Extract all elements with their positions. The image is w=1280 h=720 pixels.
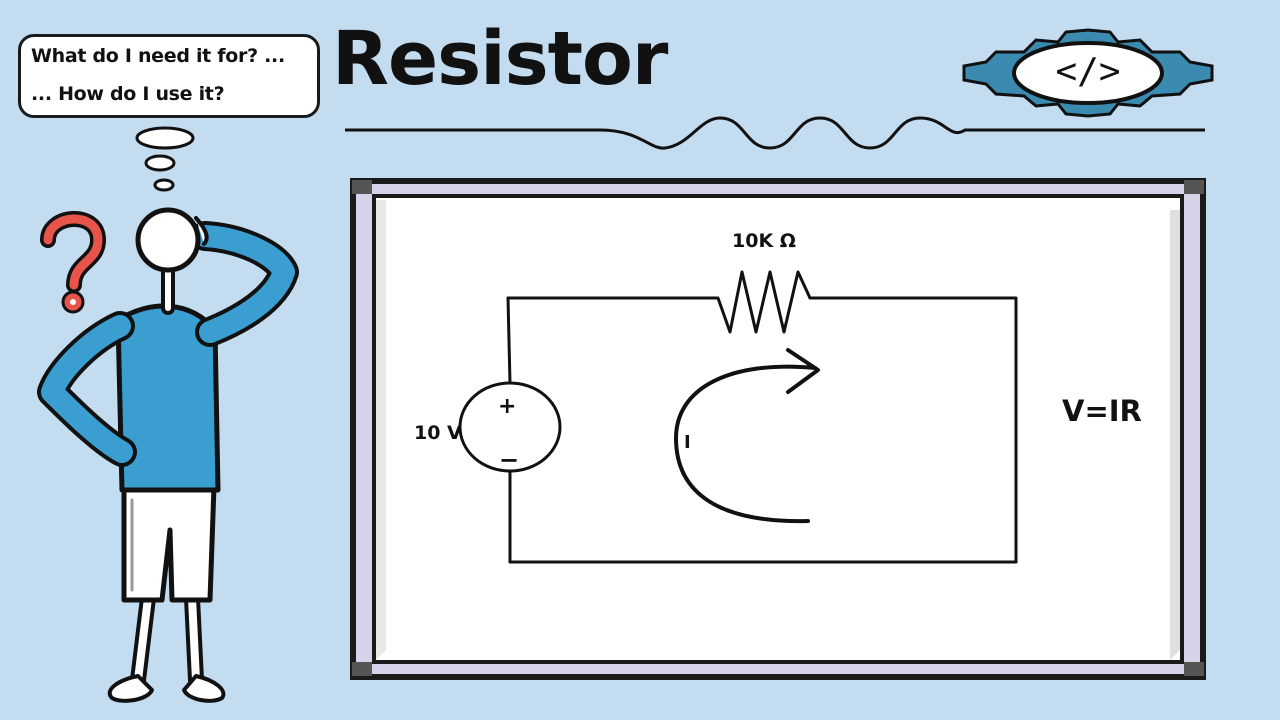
question-mark-icon	[40, 211, 107, 314]
page-title: Resistor	[332, 16, 668, 102]
ohms-law-formula: V=IR	[1062, 394, 1142, 428]
current-label: I	[684, 432, 691, 453]
voltage-source	[458, 381, 562, 473]
plus-terminal: +	[498, 394, 517, 419]
circuit-diagram	[458, 270, 1018, 564]
current-arrowhead	[786, 348, 820, 394]
thought-dot-3	[153, 178, 175, 192]
source-voltage-label: 10 V	[414, 422, 462, 444]
resistor-zigzag	[658, 270, 812, 334]
wire-top-left	[506, 296, 512, 385]
logo-code-text: </>	[1055, 51, 1121, 92]
gear-logo-icon	[962, 28, 1214, 118]
bubble-line-1: What do I need it for? ...	[31, 45, 285, 67]
thought-dot-2	[144, 154, 176, 172]
wire-top-right	[808, 296, 1018, 564]
title-underline-wave	[345, 116, 1205, 150]
current-arrow	[674, 364, 817, 524]
resistor-label: 10K Ω	[732, 230, 796, 252]
thought-bubble: What do I need it for? ... ... How do I …	[18, 34, 320, 118]
thinking-person-figure	[37, 207, 299, 703]
bubble-line-2: ... How do I use it?	[31, 83, 225, 105]
minus-terminal: −	[499, 446, 520, 474]
thought-dot-1	[135, 126, 195, 150]
